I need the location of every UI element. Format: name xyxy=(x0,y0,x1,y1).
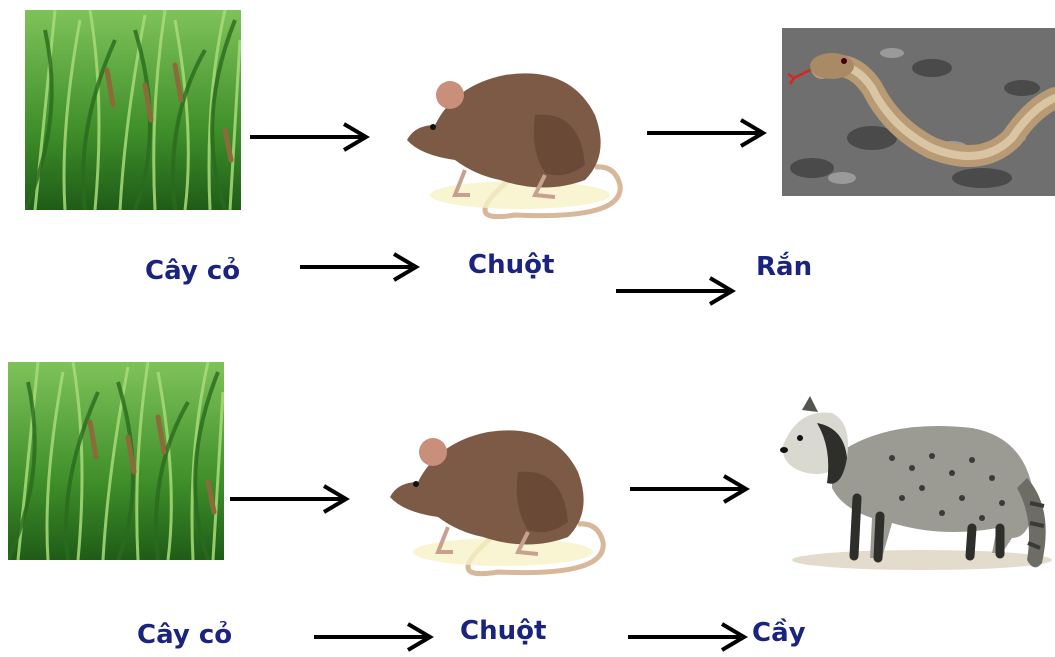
organism-label: Rắn xyxy=(756,252,812,282)
arrow-grass-to-rat xyxy=(228,484,350,514)
organism-label: Chuột xyxy=(460,616,546,646)
organism-label: Chuột xyxy=(468,250,554,280)
snake-image xyxy=(782,28,1055,196)
civet-image xyxy=(772,388,1055,583)
rat-image xyxy=(378,412,623,582)
arrow-grass-to-rat xyxy=(248,122,370,152)
arrow-rat-to-snake xyxy=(645,118,767,148)
organism-label: Cầy xyxy=(752,618,806,648)
rat-image xyxy=(395,55,640,225)
arrow-label-grass-to-rat xyxy=(312,622,434,652)
organism-label: Cây cỏ xyxy=(145,256,240,286)
arrow-rat-to-civet xyxy=(628,474,750,504)
grass-image xyxy=(25,10,241,210)
arrow-label-rat-to-snake xyxy=(614,276,736,306)
grass-image xyxy=(8,362,224,560)
organism-label: Cây cỏ xyxy=(137,620,232,650)
arrow-label-rat-to-civet xyxy=(626,622,748,652)
arrow-label-grass-to-rat xyxy=(298,252,420,282)
